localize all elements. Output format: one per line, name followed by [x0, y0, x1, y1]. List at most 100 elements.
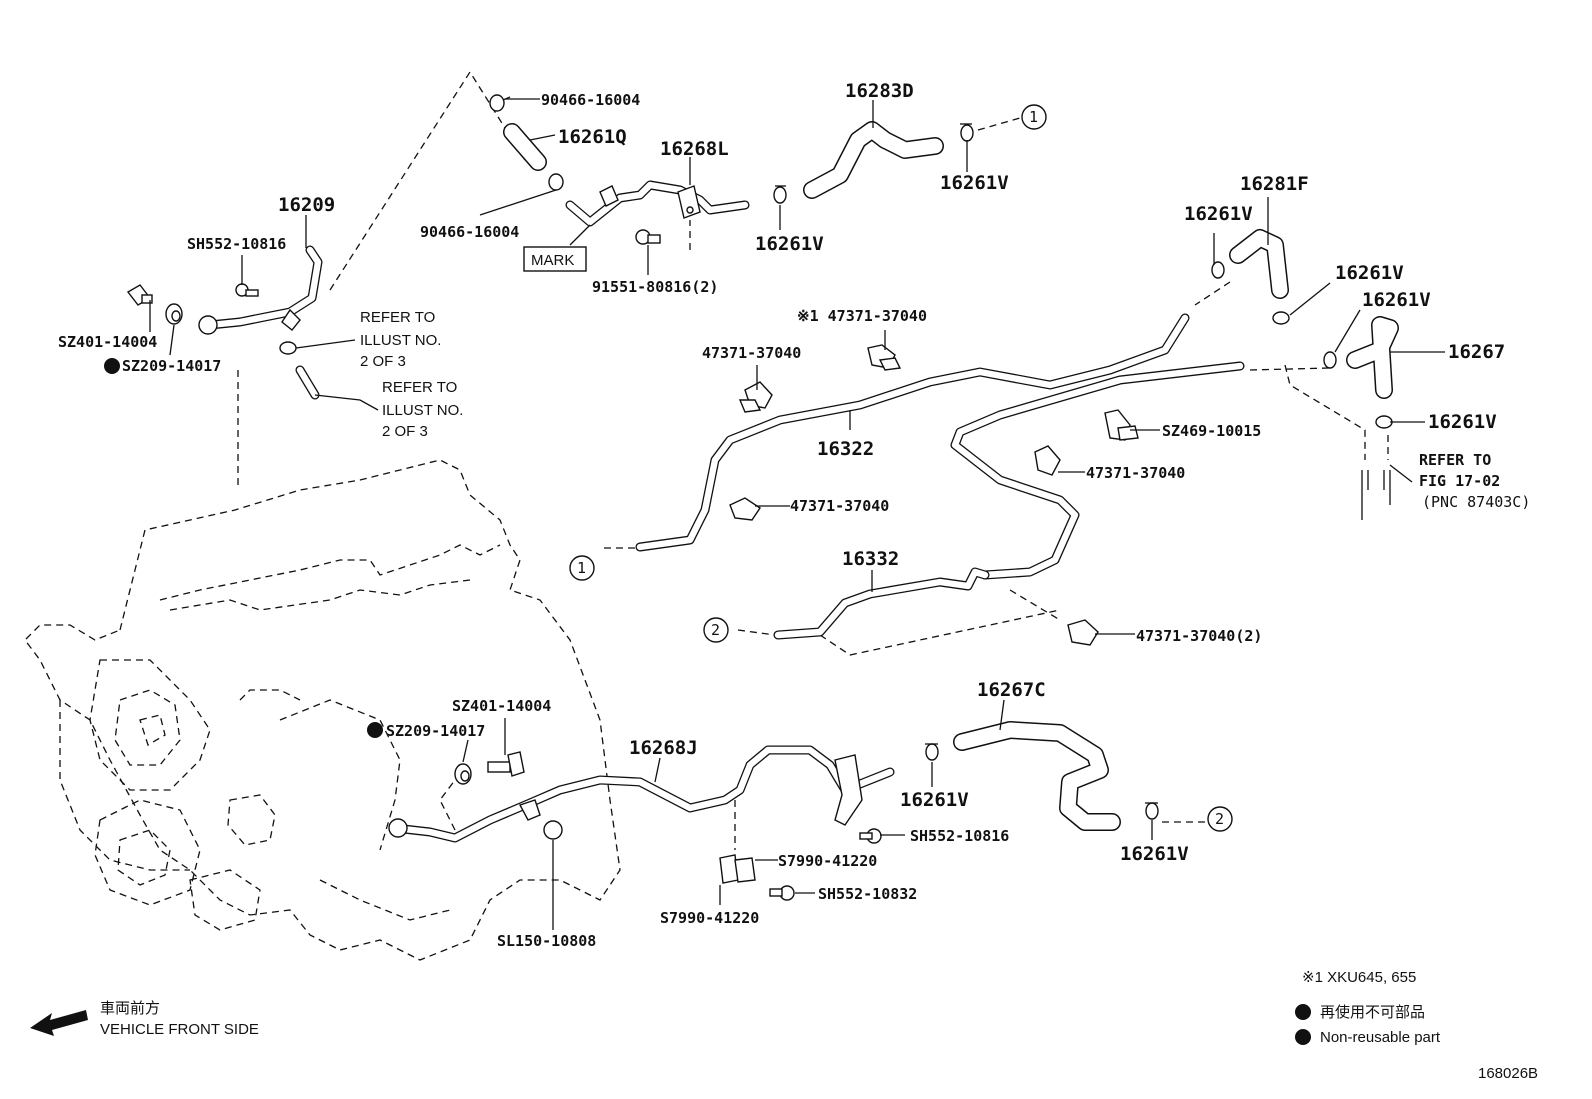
part-label: SZ209-14017	[122, 357, 221, 375]
part-label: 16281F	[1240, 173, 1309, 195]
part-label: 47371-37040	[702, 344, 801, 362]
legend-en: Non-reusable part	[1320, 1029, 1441, 1046]
engine-outline	[24, 459, 621, 961]
gasket-icon	[165, 303, 183, 325]
refer-label: REFER TO	[360, 309, 435, 326]
refer-label: ILLUST NO.	[360, 332, 441, 349]
refer-label: (PNC 87403C)	[1422, 493, 1530, 511]
hose-16261Q	[503, 123, 547, 171]
part-label: SZ401-14004	[58, 333, 157, 351]
figure-number: 168026B	[1478, 1065, 1538, 1082]
vehicle-front-en: VEHICLE FRONT SIDE	[100, 1021, 259, 1038]
part-label: 16261V	[1335, 262, 1404, 284]
connector-number: 2	[711, 621, 720, 639]
part-label: 47371-37040(2)	[1136, 627, 1262, 645]
refer-label: 2 OF 3	[382, 423, 428, 440]
bolt-icon	[235, 283, 259, 297]
non-reusable-bullet-icon	[104, 358, 120, 374]
part-label: 90466-16004	[541, 91, 640, 109]
clamp-icon	[1375, 415, 1393, 429]
clip-icon	[1104, 409, 1139, 441]
part-label: 47371-37040	[790, 497, 889, 515]
refer-label: 2 OF 3	[360, 353, 406, 370]
part-label: SH552-10816	[910, 827, 1009, 845]
refer-label: ILLUST NO.	[382, 402, 463, 419]
hose-stub-icon	[295, 365, 320, 400]
part-label: SZ401-14004	[452, 697, 551, 715]
part-label: 16268L	[660, 138, 729, 160]
leader-dash	[1284, 364, 1366, 460]
part-label: 16261V	[1184, 203, 1253, 225]
mark-label: MARK	[531, 252, 574, 269]
union-bolt-icon	[487, 751, 525, 777]
clip-icon	[738, 381, 773, 413]
pipe-16268L	[565, 180, 750, 227]
clamp-icon	[1323, 351, 1337, 369]
non-reusable-bullet-icon	[1295, 1029, 1311, 1045]
clip-icon	[729, 497, 761, 521]
part-label: 16267	[1448, 341, 1505, 363]
footnote: ※1 XKU645, 655	[1302, 969, 1416, 986]
hose-16283D	[803, 121, 944, 199]
clip-icon	[1067, 619, 1099, 646]
gasket-icon	[454, 763, 472, 785]
vehicle-front-jp: 車両前方	[100, 1000, 160, 1017]
hose-16267	[1346, 316, 1399, 399]
leader-dash	[1194, 281, 1231, 306]
ref-pipe-icon	[1361, 470, 1391, 520]
clamp-icon	[773, 185, 787, 204]
bolt-icon	[635, 229, 661, 245]
leader-dash	[439, 779, 456, 831]
part-label: 16322	[817, 438, 874, 460]
connector-number: 2	[1215, 810, 1224, 828]
clamp-icon	[925, 743, 939, 761]
non-reusable-bullet-icon	[1295, 1004, 1311, 1020]
clamp-icon	[548, 173, 564, 191]
grommet-icon	[543, 820, 563, 840]
part-label: 16261V	[900, 789, 969, 811]
leader-dash	[1009, 589, 1061, 621]
legend-jp: 再使用不可部品	[1320, 1004, 1425, 1021]
hose-16281F	[1229, 229, 1289, 299]
clip-icon	[279, 341, 297, 355]
refer-label: REFER TO	[1419, 451, 1491, 469]
part-label: 16267C	[977, 679, 1046, 701]
connector-1-icon	[569, 104, 1047, 581]
part-label: 16283D	[845, 80, 914, 102]
refer-label: FIG 17-02	[1419, 472, 1500, 490]
mark-box	[523, 246, 587, 272]
part-label: SL150-10808	[497, 932, 596, 950]
vehicle-front-arrow-icon	[30, 1010, 88, 1036]
part-label: SZ469-10015	[1162, 422, 1261, 440]
clamp-icon	[1211, 261, 1225, 279]
clip-icon	[867, 344, 902, 371]
part-label: 16261V	[755, 233, 824, 255]
part-label: SH552-10816	[187, 235, 286, 253]
part-label: 16268J	[629, 737, 698, 759]
part-label: 16261V	[1362, 289, 1431, 311]
part-label: ※1 47371-37040	[797, 307, 927, 325]
connector-2-icon	[703, 617, 1233, 832]
part-label: 16332	[842, 548, 899, 570]
connector-number: 1	[577, 559, 586, 577]
leader-lines	[149, 98, 1445, 930]
part-label: 90466-16004	[420, 223, 519, 241]
bolt-icon	[859, 828, 882, 844]
connector-number: 1	[1029, 108, 1038, 126]
leader-dash	[819, 609, 1061, 656]
part-label: SH552-10832	[818, 885, 917, 903]
leader-dash	[737, 629, 776, 636]
bracket-icon	[719, 854, 756, 884]
part-label: 16261V	[940, 172, 1009, 194]
refer-label: REFER TO	[382, 379, 457, 396]
pipe-16268J	[388, 745, 895, 843]
union-bolt-icon	[126, 284, 153, 306]
clip-icon	[1034, 445, 1061, 476]
part-label: S7990-41220	[660, 909, 759, 927]
leader-dash	[977, 117, 1021, 131]
part-label: SZ209-14017	[386, 722, 485, 740]
non-reusable-bullet-icon	[367, 722, 383, 738]
bolt-icon	[769, 885, 795, 901]
part-label: 16261V	[1120, 843, 1189, 865]
